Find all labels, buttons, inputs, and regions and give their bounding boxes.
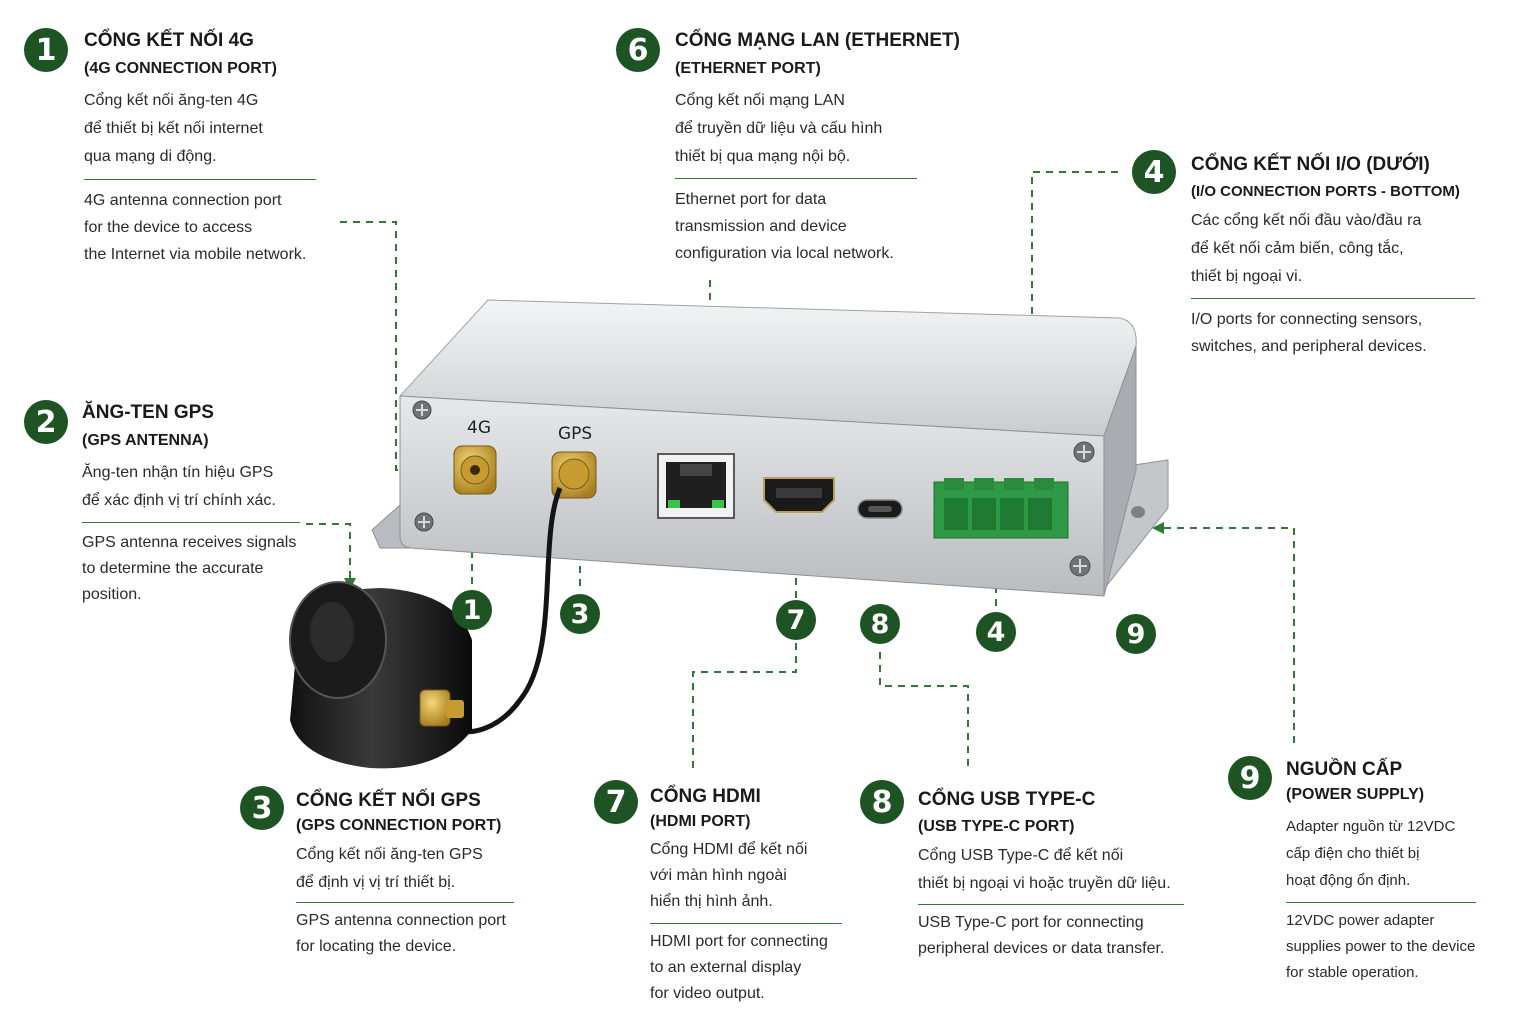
callout-title: CỔNG KẾT NỐI 4G <box>84 30 254 51</box>
marker-3: 3 <box>560 594 600 634</box>
device-side <box>1103 345 1137 597</box>
badge-6: 6 <box>616 28 660 72</box>
gps-cable <box>448 487 563 735</box>
gps-antenna-puck <box>289 581 472 769</box>
callout-title: CỔNG KẾT NỐI GPS <box>296 790 481 811</box>
divider <box>84 179 316 180</box>
sma-4g <box>453 445 497 495</box>
divider <box>675 178 917 179</box>
marker-7: 7 <box>776 600 816 640</box>
callout-title: NGUỒN CẤP <box>1286 759 1403 780</box>
badge-1: 1 <box>24 28 68 72</box>
badge-9: 9 <box>1228 756 1272 800</box>
marker-4: 4 <box>976 612 1016 652</box>
badge-8: 8 <box>860 780 904 824</box>
callout-subtitle: (GPS ANTENNA) <box>82 432 209 449</box>
label-gps-port: GPS <box>558 424 593 444</box>
leader-gps-antenna <box>306 523 351 578</box>
callout-subtitle: (USB TYPE-C PORT) <box>918 818 1075 835</box>
marker-8: 8 <box>860 604 900 644</box>
leader-hdmi <box>692 552 797 768</box>
divider <box>296 902 514 903</box>
callout-title: CỔNG KẾT NỐI I/O (DƯỚI) <box>1191 154 1430 175</box>
io-terminal-block <box>933 478 1069 539</box>
callout-subtitle: (HDMI PORT) <box>650 813 751 830</box>
sma-gps <box>551 451 597 499</box>
callout-subtitle: (4G CONNECTION PORT) <box>84 60 277 77</box>
divider <box>82 522 300 523</box>
leader-power <box>1164 527 1295 744</box>
rj45-port <box>657 453 735 519</box>
label-4g-port: 4G <box>467 418 491 438</box>
marker-1: 1 <box>452 590 492 630</box>
divider <box>918 904 1184 905</box>
badge-7: 7 <box>594 780 638 824</box>
leader-usbc <box>879 652 969 770</box>
callout-subtitle: (POWER SUPPLY) <box>1286 786 1425 803</box>
marker-9: 9 <box>1116 614 1156 654</box>
callout-title: CỔNG USB TYPE-C <box>918 789 1096 810</box>
badge-3: 3 <box>240 786 284 830</box>
callout-subtitle: (GPS CONNECTION PORT) <box>296 817 502 834</box>
callout-title: CỔNG MẠNG LAN (ETHERNET) <box>675 30 960 51</box>
badge-2: 2 <box>24 400 68 444</box>
hdmi-port <box>763 477 835 513</box>
divider <box>1286 902 1476 903</box>
callout-title: ĂNG-TEN GPS <box>82 402 214 423</box>
callout-desc-en: I/O ports for connecting sensors,switche… <box>1191 311 1427 355</box>
device-front <box>399 395 1105 597</box>
callout-title: CỔNG HDMI <box>650 786 761 807</box>
leader-io <box>1031 171 1118 466</box>
divider <box>650 923 842 924</box>
divider <box>1191 298 1475 299</box>
callout-subtitle: (I/O CONNECTION PORTS - BOTTOM) <box>1191 183 1460 200</box>
flange-hole <box>1131 506 1145 518</box>
badge-4: 4 <box>1132 150 1176 194</box>
callout-subtitle: (ETHERNET PORT) <box>675 60 821 77</box>
